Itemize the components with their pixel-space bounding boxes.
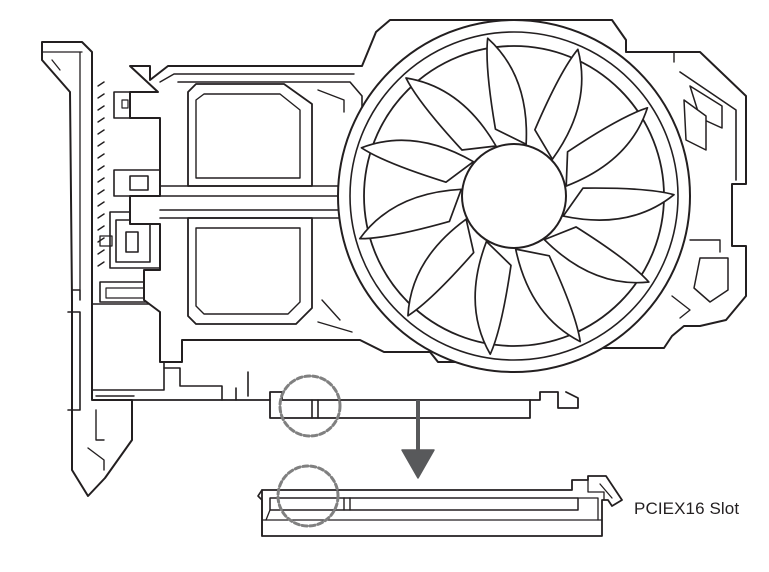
io-bracket (41, 41, 133, 497)
card-notch-callout (278, 374, 342, 438)
pcie-x16-slot (257, 475, 623, 537)
fan-hub (461, 143, 567, 249)
insert-direction-arrow (401, 400, 435, 479)
io-ports (91, 91, 165, 397)
cooling-fan (337, 19, 691, 373)
slot-key-callout (276, 464, 340, 528)
latch-alignment-callouts (276, 374, 342, 528)
slot-label: PCIEX16 Slot (634, 499, 740, 518)
